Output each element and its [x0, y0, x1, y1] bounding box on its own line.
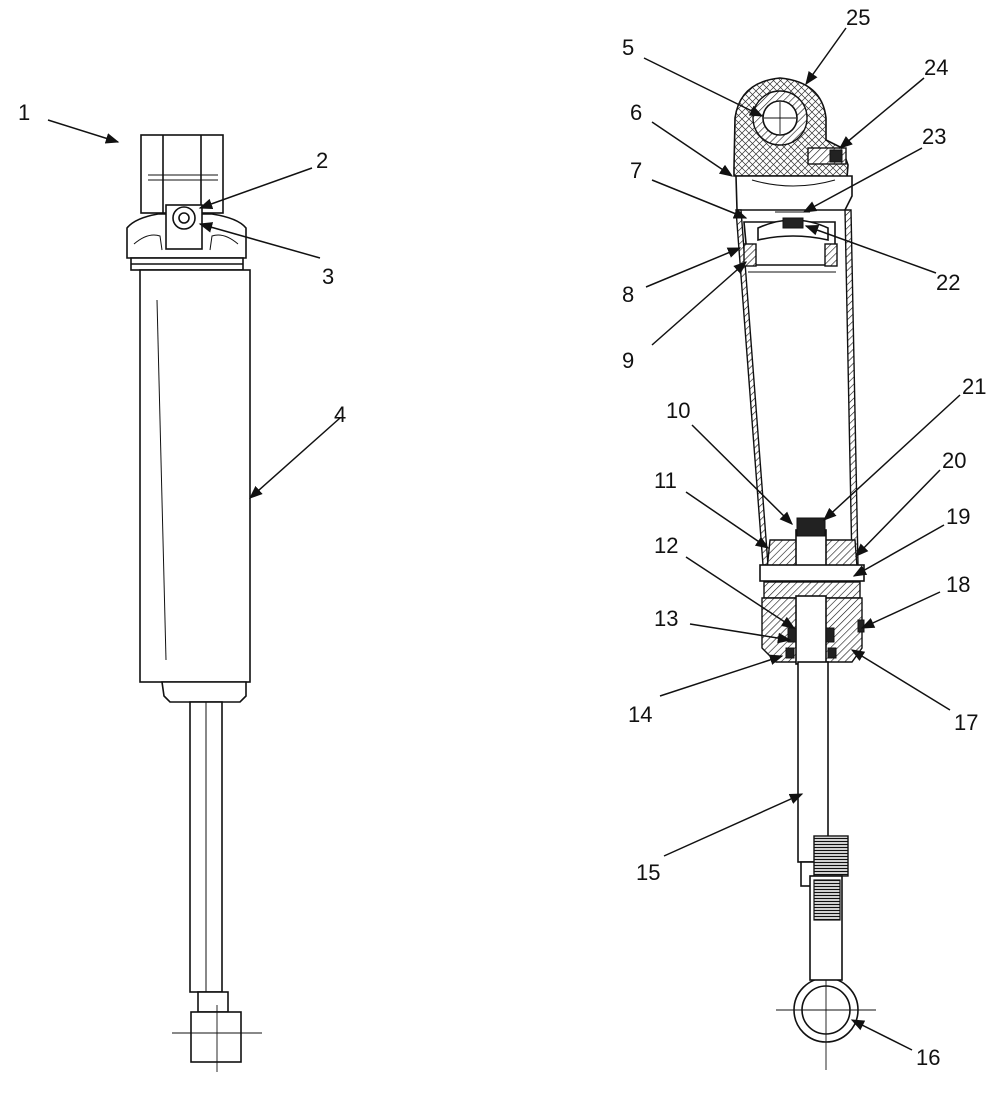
callout-1: 1	[18, 100, 30, 125]
callout-10: 10	[666, 398, 690, 423]
callout-25: 25	[846, 5, 870, 30]
callout-3: 3	[322, 264, 334, 289]
section-body	[735, 175, 859, 566]
section-gland	[761, 595, 865, 665]
section-top-eye	[733, 77, 849, 191]
body-tube	[139, 269, 251, 683]
callout-8: 8	[622, 282, 634, 307]
bottom-collar	[161, 681, 247, 703]
callout-numbers: 1 2 3 4 5 6 7 8 9 10 11 12 13 14 15 16 1…	[18, 5, 986, 1070]
callout-12: 12	[654, 533, 678, 558]
callout-13: 13	[654, 606, 678, 631]
exterior-view	[126, 134, 262, 1072]
callout-9: 9	[622, 348, 634, 373]
valve-fitting	[165, 204, 203, 250]
top-mount-eye	[140, 134, 224, 214]
callout-19: 19	[946, 504, 970, 529]
callout-17: 17	[954, 710, 978, 735]
section-piston	[759, 517, 865, 599]
callout-21: 21	[962, 374, 986, 399]
callout-4: 4	[334, 402, 346, 427]
callout-20: 20	[942, 448, 966, 473]
callout-15: 15	[636, 860, 660, 885]
callout-5: 5	[622, 35, 634, 60]
callout-18: 18	[946, 572, 970, 597]
callout-11: 11	[654, 468, 677, 493]
callout-23: 23	[922, 124, 946, 149]
callout-leaders	[47, 27, 961, 1051]
callout-24: 24	[924, 55, 948, 80]
callout-22: 22	[936, 270, 960, 295]
section-rod-thread	[813, 835, 849, 877]
callout-14: 14	[628, 702, 652, 727]
callout-2: 2	[316, 148, 328, 173]
section-rod	[797, 661, 829, 863]
callout-7: 7	[630, 158, 642, 183]
rod-end	[172, 991, 262, 1072]
callout-16: 16	[916, 1045, 940, 1070]
callout-6: 6	[630, 100, 642, 125]
section-view	[733, 77, 876, 1070]
section-rod-eye	[776, 875, 876, 1070]
